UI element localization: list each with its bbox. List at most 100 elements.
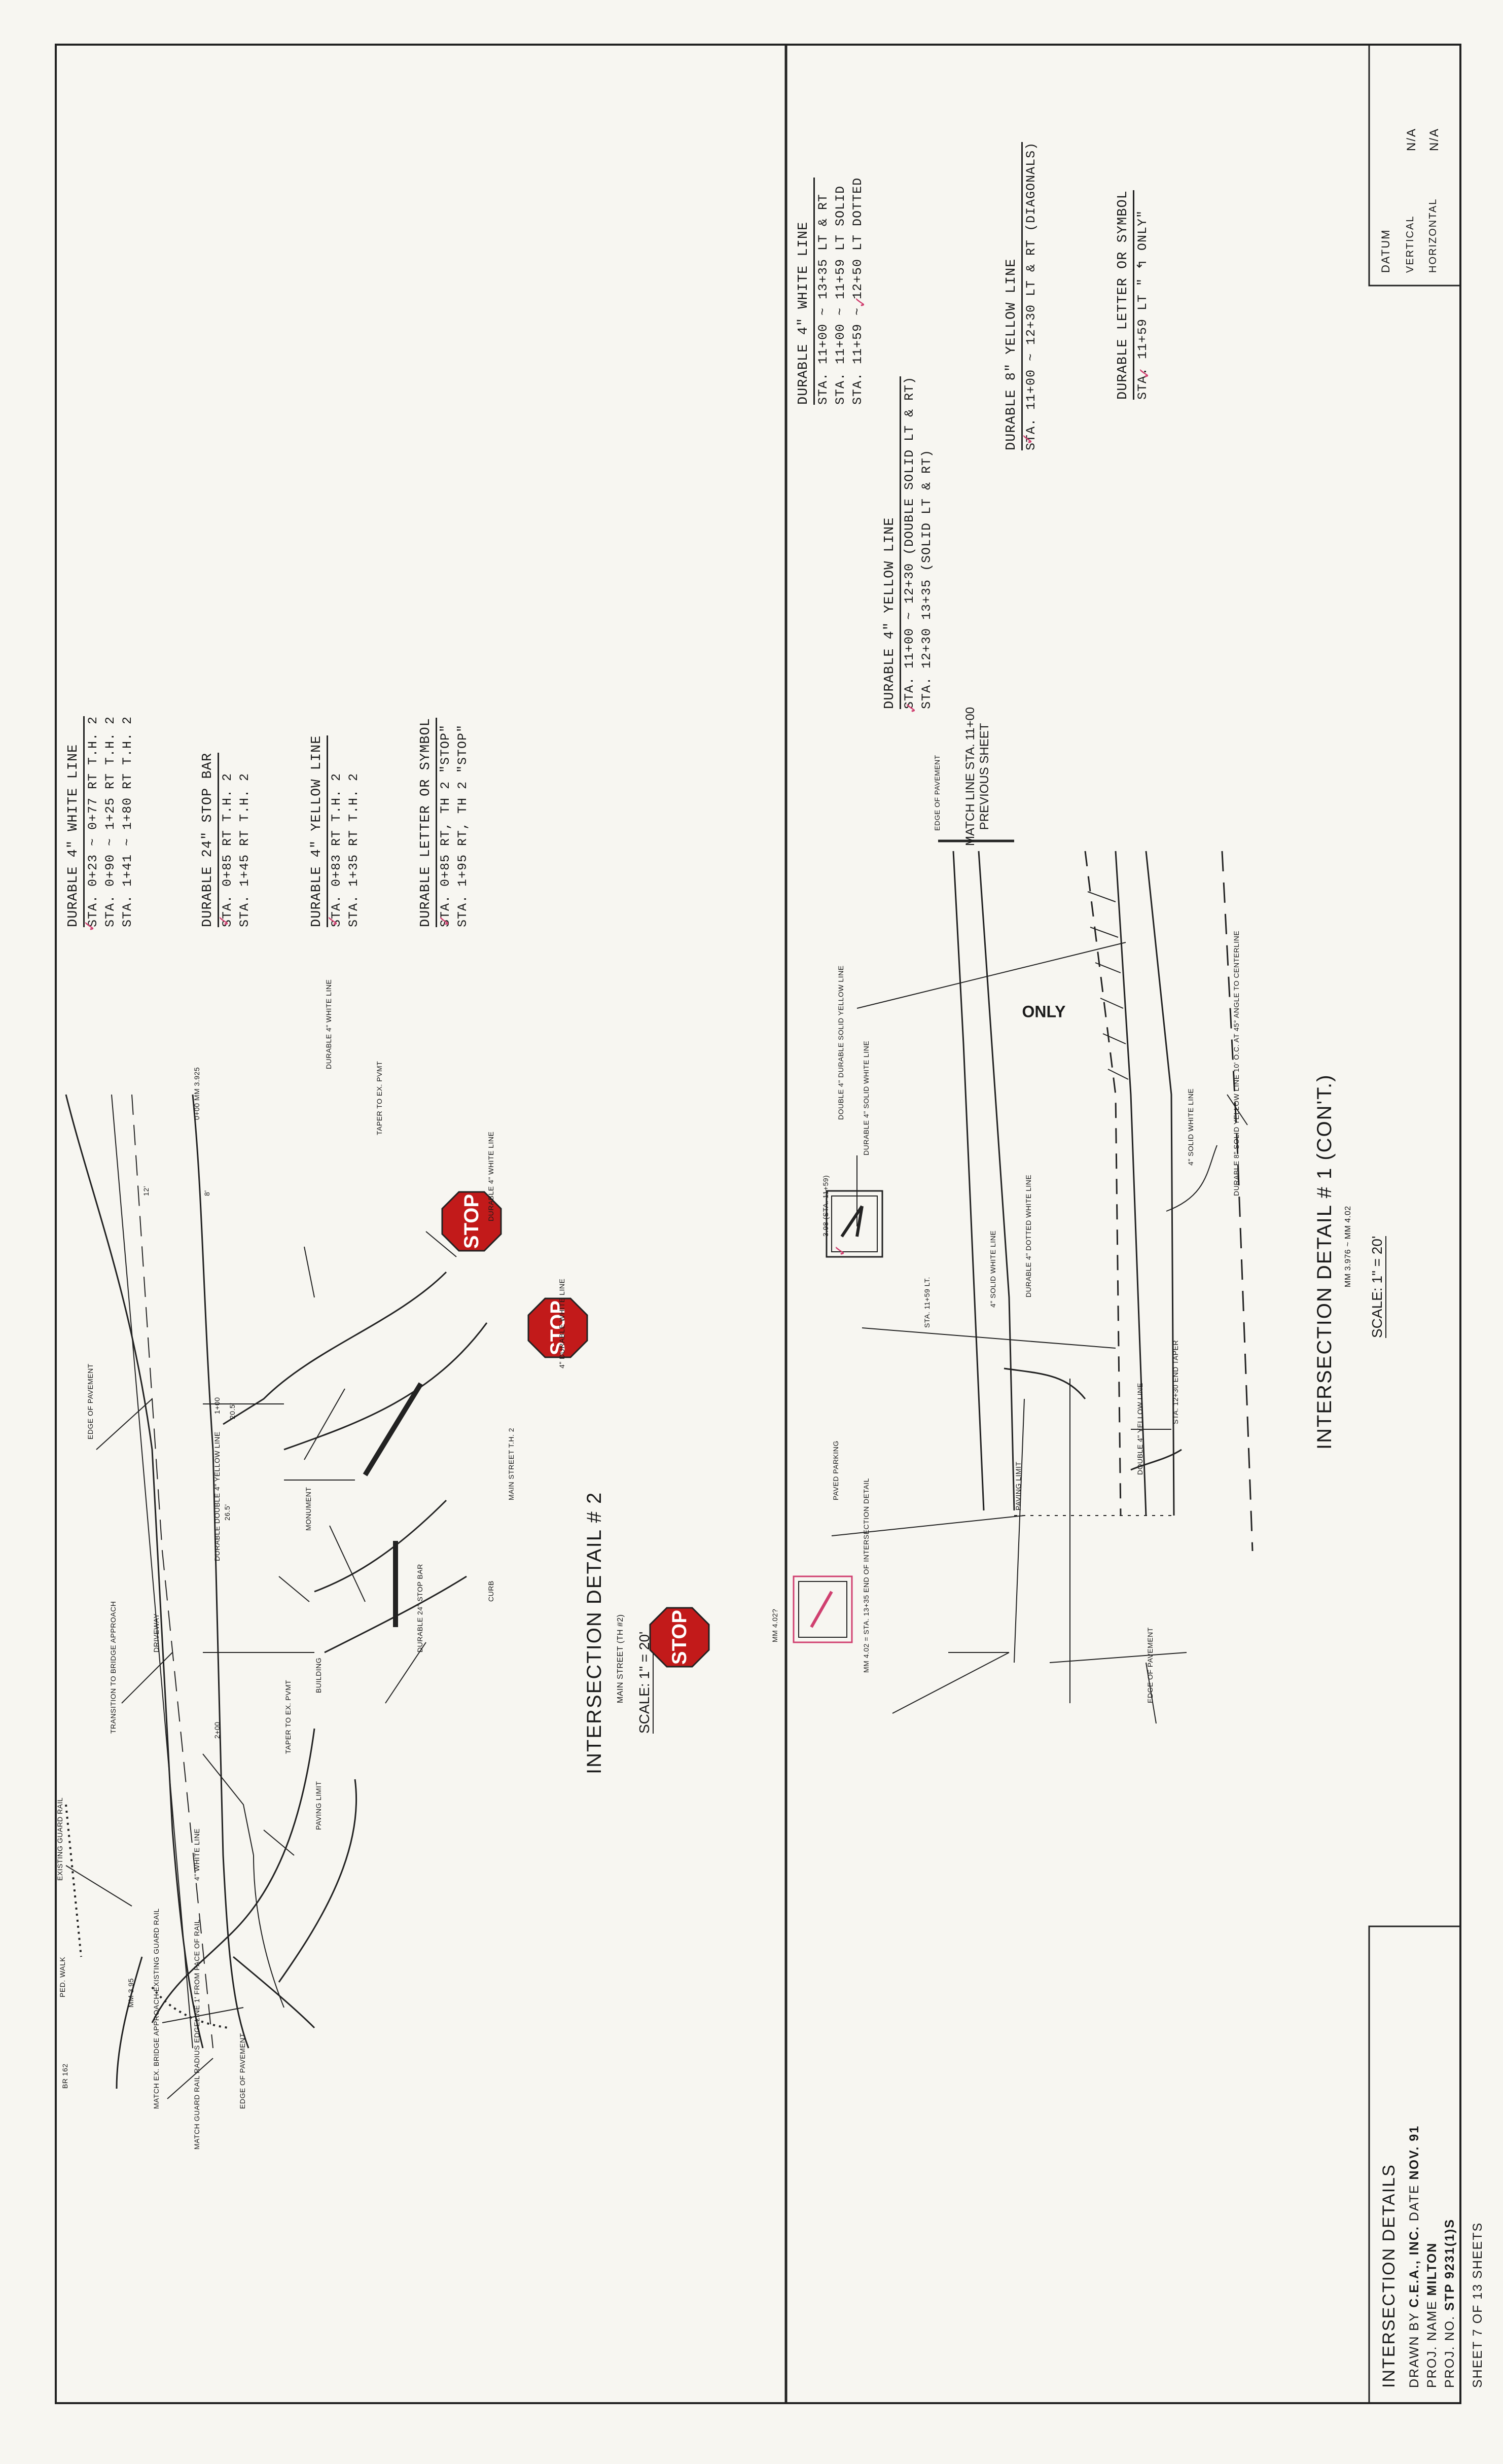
check-mark-icon: ✓ [325,914,342,927]
d2-label-monument: MONUMENT [304,1487,312,1531]
datum-horizontal-value: N/A [1427,127,1441,151]
datum-horizontal-label: HORIZONTAL [1427,198,1439,273]
check-mark-icon: ✓ [832,1244,849,1257]
d2-note-1-line-3: STA. 1+41 ~ 1+80 RT T.H. 2 [120,716,135,927]
date-value: NOV. 91 [1407,2125,1421,2180]
drawn-by-label: DRAWN BY [1407,2312,1421,2388]
check-mark-icon: ✓ [436,914,454,927]
d1-label-white4: 4" SOLID WHITE LINE [1187,1088,1195,1166]
sheets-label: SHEETS [1471,2222,1485,2279]
d1-match-line: MATCH LINE STA. 11+00 PREVIOUS SHEET [963,707,992,846]
d1-label-mm407: MM 4.02? [771,1608,779,1642]
d2-label-dim12: 12' [142,1186,150,1196]
d1-label-endtaper: STA. 12+30 END TAPER [1171,1340,1179,1424]
d2-note-1: DURABLE 4" WHITE LINE STA. 0+23 ~ 0+77 R… [66,716,136,927]
datum-title: DATUM [1379,229,1392,273]
detail1-road [938,839,1254,1703]
proj-name-value: MILTON [1425,2242,1439,2296]
d2-note-1-heading: DURABLE 4" WHITE LINE [66,716,85,927]
d2-label-taper: TAPER TO EX. PVMT [284,1679,292,1754]
stop-sign-3: STOP [649,1607,710,1668]
d1-label-dbl4: DOUBLE 4" YELLOW LINE [1136,1383,1144,1475]
d1-label-enddetail: MM 4.02 = STA. 13+35 END OF INTERSECTION… [862,1478,870,1673]
d2-label-dim265: 26.5' [223,1504,231,1521]
d1-note-4-heading: DURABLE 4" YELLOW LINE [882,376,901,709]
d1-previous-sheet: PREVIOUS SHEET [978,723,991,830]
d1-subtitle: MM 3.976 ~ MM 4.02 [1344,1206,1352,1287]
sheet-border [55,44,1461,2404]
d2-label-guard: EXISTING GUARD RAIL [56,1797,64,1881]
d2-note-2-line-2: STA. 1+45 RT T.H. 2 [237,772,252,927]
d2-label-pedwalk: PED. WALK [58,1956,66,1997]
check-mark-icon: ✓ [1019,432,1037,445]
d1-note-1-line-2: STA. 11+00 ~ 11+59 LT SOLID [833,185,848,405]
d2-label-dwhite-c: DURABLE 4" WHITE LINE [325,979,333,1069]
d2-note-3-line-2: STA. 1+35 RT T.H. 2 [346,772,361,927]
sheet-value: 7 [1471,2328,1485,2337]
d2-label-dim8: 8' [203,1190,211,1196]
d1-label-signnote: 3.98 (STA. 11+59) [821,1175,830,1237]
d1-label-sta1159: STA. 11+59 LT. [923,1277,931,1328]
d1-note-4-line-2: STA. 12+30 13+35 (SOLID LT & RT) [919,449,934,709]
only-sign-1 [826,1190,883,1258]
d1-note-1-heading: DURABLE 4" WHITE LINE [796,177,815,405]
datum-box [1368,44,1461,287]
title-block-row-1: DRAWN BY C.E.A., INC. DATE NOV. 91 [1407,2125,1422,2388]
d2-title: INTERSECTION DETAIL # 2 [583,1491,605,1774]
d2-label-whiteline: 4" WHITE LINE [193,1828,201,1881]
d1-match-line-text: MATCH LINE STA. 11+00 [963,707,977,846]
date-label: DATE [1407,2184,1421,2222]
d2-label-dwhite-b: 4" DURABLE WHITE LINE [558,1278,566,1368]
d2-note-3-line-1: STA. 0+83 RT T.H. 2 [329,772,344,927]
d2-label-sta000: 0+00 MM 3.925 [193,1067,201,1120]
d2-label-mm: MM 3.95 [127,1978,135,2008]
total-value: 13 [1471,2283,1485,2300]
check-mark-icon: ✓ [852,295,870,308]
d2-label-curb: CURB [487,1580,495,1602]
d1-note-3-heading: DURABLE LETTER OR SYMBOL [1116,190,1134,400]
d2-subtitle: MAIN STREET (TH #2) [616,1614,625,1703]
check-mark-icon: ✓ [1136,366,1154,379]
d2-note-4: DURABLE LETTER OR SYMBOL STA. 0+85 RT, T… [418,718,472,927]
d2-note-4-line-1: STA. 0+85 RT, TH 2 "STOP" [438,724,453,927]
d2-label-br: BR 162 [61,2063,69,2089]
d2-label-dblyellow: DURABLE DOUBLE 4" YELLOW LINE [213,1431,221,1561]
stop-sign-3-text: STOP [668,1609,691,1665]
d1-label-paving: PAVING LIMIT [1014,1461,1022,1511]
d1-label-dotted: DURABLE 4" DOTTED WHITE LINE [1024,1174,1032,1297]
d1-note-4: DURABLE 4" YELLOW LINE STA. 11+00 ~ 12+3… [882,376,936,709]
d1-note-1: DURABLE 4" WHITE LINE STA. 11+00 ~ 13+35… [796,177,867,405]
d1-note-2-heading: DURABLE 8" YELLOW LINE [1004,142,1023,450]
d1-label-solidwhite: 4" SOLID WHITE LINE [989,1230,997,1308]
proj-no-value: STP 9231(1)S [1443,2219,1457,2311]
drawn-by-value: C.E.A., INC. [1407,2226,1421,2308]
d1-scale: SCALE: 1" = 20' [1369,1236,1386,1338]
only-sign-2 [793,1575,853,1643]
d2-label-sta100: 1+00 [213,1397,221,1414]
d2-note-4-line-2: STA. 1+95 RT, TH 2 "STOP" [455,724,470,927]
of-label: OF [1471,2304,1485,2324]
check-mark-icon: ✓ [216,914,233,927]
d2-label-edge: EDGE OF PAVEMENT [86,1363,94,1439]
proj-name-label: PROJ. NAME [1425,2300,1439,2388]
title-block-title: INTERSECTION DETAILS [1379,2164,1399,2388]
proj-no-label: PROJ. NO. [1443,2315,1457,2388]
d1-note-2-line-1: STA. 11+00 ~ 12+30 LT & RT (DIAGONALS) [1024,142,1039,450]
d1-label-edge: EDGE OF PAVEMENT [933,755,941,831]
d2-label-dim205: 20.5' [228,1402,236,1419]
d2-label-mainst: MAIN STREET T.H. 2 [507,1427,515,1500]
d2-label-dwhite: DURABLE 4" WHITE LINE [487,1131,495,1221]
d2-note-2-line-1: STA. 0+85 RT T.H. 2 [220,772,235,927]
d2-label-building: BUILDING [314,1657,323,1693]
datum-vertical-label: VERTICAL [1405,215,1416,273]
stop-sign-1-text: STOP [460,1193,483,1249]
d2-label-stopbar: DURABLE 24" STOP BAR [416,1564,424,1652]
check-mark-icon: ✓ [903,701,920,714]
datum-vertical-value: N/A [1405,127,1418,151]
d2-label-driveway: DRIVEWAY [152,1613,160,1652]
d2-label-matchex: MATCH EX. BRIDGE APPROACH EXISTING GUARD… [152,1908,160,2109]
d1-label-dwhite: DURABLE 4" SOLID WHITE LINE [862,1040,870,1155]
d2-label-edge-b: EDGE OF PAVEMENT [238,2033,246,2109]
